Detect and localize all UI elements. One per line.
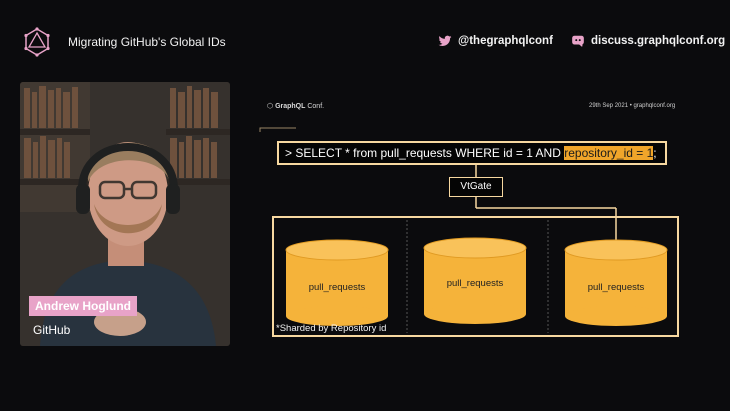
- discord-icon: [572, 35, 584, 47]
- twitter-handle[interactable]: @thegraphqlconf: [438, 35, 553, 47]
- conference-header: Migrating GitHub's Global IDs @thegraphq…: [0, 0, 730, 82]
- speaker-company: GitHub: [33, 323, 71, 337]
- slide-diagram-lines: [259, 127, 617, 333]
- shard-cylinder-1: [285, 239, 389, 326]
- speaker-video: Andrew Hoglund GitHub: [20, 82, 230, 346]
- speaker-video-frame: [20, 82, 230, 346]
- discuss-label: discuss.graphqlconf.org: [591, 35, 726, 47]
- shard-note: *Sharded by Repository id: [276, 323, 387, 334]
- talk-title: Migrating GitHub's Global IDs: [68, 35, 226, 49]
- shard-cylinders: pull_requests pull_requests pull_request…: [285, 237, 668, 326]
- slide-logo-light: Conf.: [305, 103, 325, 110]
- slide-date: 29th Sep 2021 • graphqlconf.org: [589, 103, 676, 109]
- twitter-label: @thegraphqlconf: [458, 35, 553, 47]
- shard-cylinder-3: [564, 239, 668, 326]
- slide-logo-bold: GraphQL: [275, 103, 306, 110]
- shard-label-1: pull_requests: [309, 282, 366, 293]
- presentation-slide: ⬡ GraphQL Conf. 29th Sep 2021 • graphqlc…: [256, 88, 718, 348]
- sql-prefix: > SELECT * from pull_requests WHERE id =…: [285, 146, 565, 160]
- shard-label-2: pull_requests: [447, 278, 504, 289]
- shard-cylinder-2: [423, 237, 527, 324]
- slide-logo-mark-icon: ⬡: [267, 103, 276, 110]
- shards-container: [272, 216, 679, 337]
- speaker-name-badge: Andrew Hoglund: [29, 296, 137, 316]
- twitter-icon: [438, 35, 452, 47]
- shard-label-3: pull_requests: [588, 282, 645, 293]
- discuss-link[interactable]: discuss.graphqlconf.org: [572, 35, 726, 47]
- sql-query-box: > SELECT * from pull_requests WHERE id =…: [277, 141, 667, 165]
- sql-suffix: ;: [653, 146, 657, 160]
- vtgate-node: VtGate: [449, 177, 503, 197]
- sql-highlight: repository_id = 1: [564, 146, 654, 160]
- graphql-conf-logo-icon: [24, 27, 50, 57]
- slide-graphql-conf-logo: ⬡ GraphQL Conf.: [267, 102, 324, 110]
